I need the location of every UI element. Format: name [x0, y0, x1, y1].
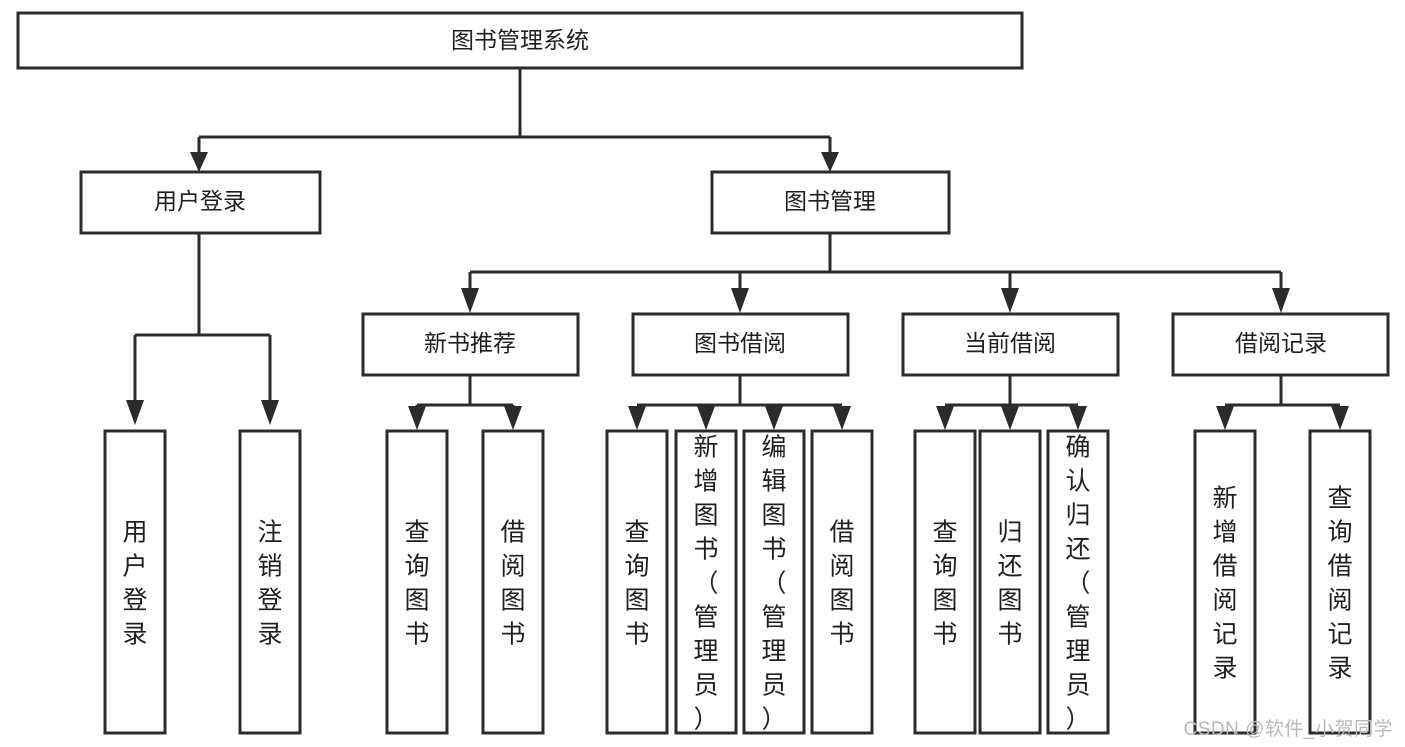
leaf-box-query-book-1[interactable]: [385, 429, 449, 735]
leaf-box-user-login[interactable]: [103, 429, 167, 735]
leaf-logout-login-label: 注销登录: [257, 519, 282, 649]
arrow-head-borrow-record: [1272, 288, 1290, 313]
leaf-add-record-label: 新增借阅记录: [1212, 485, 1237, 683]
arrow-head-leaf-borrow-book-1: [504, 406, 522, 430]
node-book-manage-box[interactable]: [710, 170, 951, 235]
node-book-manage[interactable]: 图书管理: [710, 170, 951, 235]
arrow-head-leaf-query-book-1: [408, 406, 426, 430]
leaf-box-add-record[interactable]: [1193, 429, 1257, 735]
leaf-borrow-book-2-label: 借阅图书: [829, 519, 854, 649]
node-new-book-recommend[interactable]: 新书推荐: [361, 312, 580, 377]
leaf-box-borrow-book-2[interactable]: [810, 429, 874, 735]
leaf-confirm-return-label: 确认归还（管理员）: [1065, 434, 1090, 734]
leaf-box-query-book-3[interactable]: [913, 429, 977, 735]
node-new-book-recommend-label: 新书推荐: [424, 330, 516, 356]
connector-layer: [126, 68, 1349, 430]
arrow-head-new-book-recommend: [461, 288, 479, 313]
leaf-box-edit-book[interactable]: [742, 429, 806, 735]
arrow-head-leaf-add-book: [697, 406, 715, 430]
arrow-head-leaf-borrow-book-2: [833, 406, 851, 430]
leaf-box-query-book-2[interactable]: [605, 429, 669, 735]
leaf-user-login-label: 用户登录: [122, 519, 147, 649]
arrow-head-leaf-query-book-3: [936, 406, 954, 430]
arrow-head-leaf-query-record: [1331, 406, 1349, 430]
node-current-borrow-label: 当前借阅: [964, 330, 1056, 356]
arrow-head-user-login: [190, 152, 208, 172]
arrow-head-current-borrow: [1001, 288, 1019, 313]
node-user-login[interactable]: 用户登录: [79, 170, 322, 235]
node-current-borrow-box[interactable]: [901, 312, 1120, 377]
arrow-head-leaf-user-login: [126, 400, 144, 425]
leaf-box-borrow-book-1[interactable]: [481, 429, 545, 735]
node-borrow-record-label: 借阅记录: [1235, 330, 1327, 356]
node-borrow-record[interactable]: 借阅记录: [1171, 312, 1390, 377]
node-book-borrow-label: 图书借阅: [694, 330, 786, 356]
node-user-login-label: 用户登录: [154, 188, 246, 214]
node-user-login-box[interactable]: [79, 170, 322, 235]
leaf-box-add-book[interactable]: [674, 429, 738, 735]
arrow-head-book-manage: [821, 152, 839, 172]
leaf-return-book-label: 归还图书: [997, 519, 1022, 649]
arrow-head-book-borrow: [731, 288, 749, 313]
leaf-query-record-label: 查询借阅记录: [1327, 485, 1352, 683]
node-current-borrow[interactable]: 当前借阅: [901, 312, 1120, 377]
leaf-edit-book-label: 编辑图书（管理员）: [761, 434, 786, 734]
node-root-box[interactable]: [16, 11, 1024, 70]
node-root-label: 图书管理系统: [451, 27, 589, 53]
node-new-book-recommend-box[interactable]: [361, 312, 580, 377]
arrow-head-leaf-query-book-2: [628, 406, 646, 430]
leaf-query-book-3-label: 查询图书: [932, 519, 957, 649]
leaf-query-book-1-label: 查询图书: [404, 519, 429, 649]
arrow-head-leaf-add-record: [1216, 406, 1234, 430]
arrow-head-leaf-return-book: [1001, 406, 1019, 430]
leaf-query-book-2-label: 查询图书: [624, 519, 649, 649]
node-book-borrow[interactable]: 图书借阅: [631, 312, 850, 377]
leaf-text-layer: 用户登录 注销登录 查询图书 借阅图书 查询图书 新增图书（管理员） 编辑图书（管理员） 借阅…: [122, 434, 1352, 734]
node-borrow-record-box[interactable]: [1171, 312, 1390, 377]
leaf-box-confirm-return[interactable]: [1046, 429, 1110, 735]
arrow-head-leaf-edit-book: [765, 406, 783, 430]
node-book-borrow-box[interactable]: [631, 312, 850, 377]
node-root[interactable]: 图书管理系统: [16, 11, 1024, 70]
leaf-box-return-book[interactable]: [978, 429, 1042, 735]
leaf-add-book-label: 新增图书（管理员）: [693, 434, 718, 734]
leaf-layer: [103, 429, 1372, 735]
arrow-head-leaf-logout-login: [261, 400, 279, 425]
leaf-box-query-record[interactable]: [1308, 429, 1372, 735]
leaf-box-logout-login[interactable]: [238, 429, 302, 735]
arrow-head-leaf-confirm-return: [1069, 406, 1087, 430]
node-book-manage-label: 图书管理: [784, 188, 876, 214]
leaf-borrow-book-1-label: 借阅图书: [500, 519, 525, 649]
